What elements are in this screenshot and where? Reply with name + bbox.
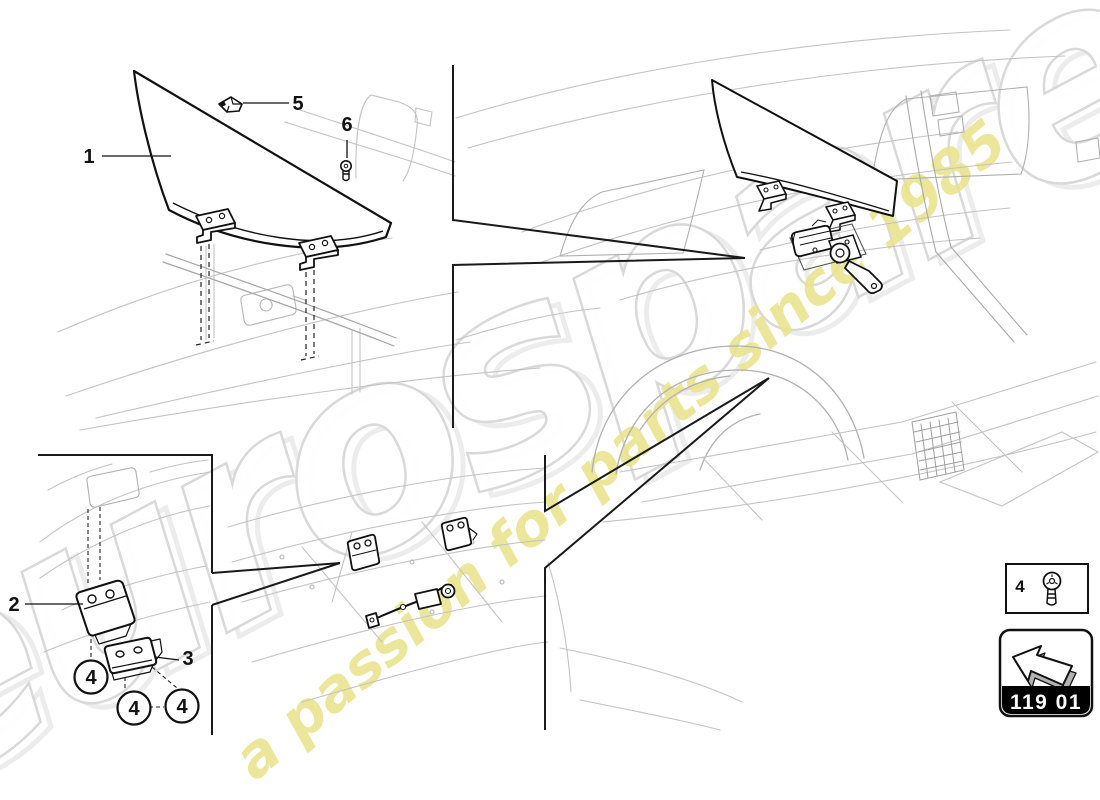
flap-actuator-motor bbox=[789, 219, 883, 295]
callout-circle-4b[interactable]: 4 bbox=[116, 690, 152, 726]
windshield-frame bbox=[559, 169, 705, 257]
front-end-left-lines bbox=[47, 109, 541, 491]
radiator-hatch bbox=[911, 411, 965, 481]
flap-bracket-right bbox=[298, 235, 339, 271]
flap-installed-view bbox=[711, 79, 898, 295]
background-line-art bbox=[39, 29, 1100, 731]
callout-circle-4c-label: 4 bbox=[176, 696, 188, 718]
installed-bracket-a bbox=[346, 533, 381, 572]
air-flap-installed-thickness bbox=[740, 171, 890, 212]
door-window-frame bbox=[871, 86, 1030, 181]
section-badge[interactable]: 119 01 bbox=[998, 628, 1094, 718]
flap-bracket-left bbox=[195, 208, 236, 244]
a-pillar-tube bbox=[905, 90, 1028, 343]
screw-icon-part6 bbox=[339, 160, 352, 182]
part-label-2[interactable]: 2 bbox=[8, 594, 19, 616]
wheel-arch bbox=[591, 345, 865, 475]
chassis-rails bbox=[601, 361, 1100, 523]
callout-circle-4a[interactable]: 4 bbox=[73, 659, 109, 695]
installed-bracket-b bbox=[440, 516, 478, 552]
inset-mount-bump bbox=[86, 467, 140, 508]
part-label-1[interactable]: 1 bbox=[83, 146, 94, 168]
inset-dashes bbox=[87, 507, 178, 708]
clip-icon bbox=[218, 96, 243, 113]
inset-backdrop-lines bbox=[39, 471, 211, 653]
part-label-3[interactable]: 3 bbox=[182, 648, 193, 670]
bracket-part3 bbox=[103, 636, 163, 681]
front-end-left-window bbox=[355, 94, 433, 182]
installed-brackets-view bbox=[346, 516, 478, 629]
front-end-left-frame-bar bbox=[162, 253, 397, 347]
flap-exploded-view bbox=[132, 69, 393, 361]
funnel-top bbox=[452, 65, 746, 428]
part-label-6[interactable]: 6 bbox=[341, 114, 352, 136]
fastener-legend-box[interactable]: 4 bbox=[1005, 563, 1089, 614]
screw-icon bbox=[1042, 571, 1062, 606]
underbody-lines bbox=[227, 467, 743, 731]
bracket-alignment-dashes bbox=[195, 244, 320, 361]
callout-circle-4b-label: 4 bbox=[128, 698, 140, 720]
underbody-bolt-dots bbox=[279, 539, 505, 615]
callout-labels: 1 5 6 2 3 bbox=[8, 93, 352, 670]
funnel-bottom bbox=[544, 377, 770, 730]
air-flap-installed bbox=[711, 79, 898, 217]
air-flap-panel bbox=[132, 69, 393, 249]
part-label-5[interactable]: 5 bbox=[292, 93, 303, 115]
inset-detail-parts: 4 4 4 bbox=[73, 507, 200, 726]
front-end-left-actuator-ghost bbox=[240, 284, 306, 326]
section-code-label: 119 01 bbox=[1010, 691, 1082, 714]
installed-bracket-left bbox=[756, 180, 787, 212]
inset-funnel bbox=[211, 562, 341, 606]
callout-circle-4a-label: 4 bbox=[85, 667, 97, 689]
hinge-plates bbox=[929, 91, 1100, 163]
fastener-legend-label: 4 bbox=[1015, 577, 1025, 596]
control-linkage bbox=[365, 583, 456, 629]
pointer-funnels bbox=[38, 65, 770, 735]
air-flap-thickness-line bbox=[172, 202, 384, 242]
section-badge-plate bbox=[1002, 686, 1090, 714]
bracket-part2 bbox=[75, 579, 136, 645]
inset-box-frame bbox=[38, 454, 213, 735]
leader-lines bbox=[25, 102, 348, 661]
callout-circle-4c[interactable]: 4 bbox=[164, 688, 200, 724]
